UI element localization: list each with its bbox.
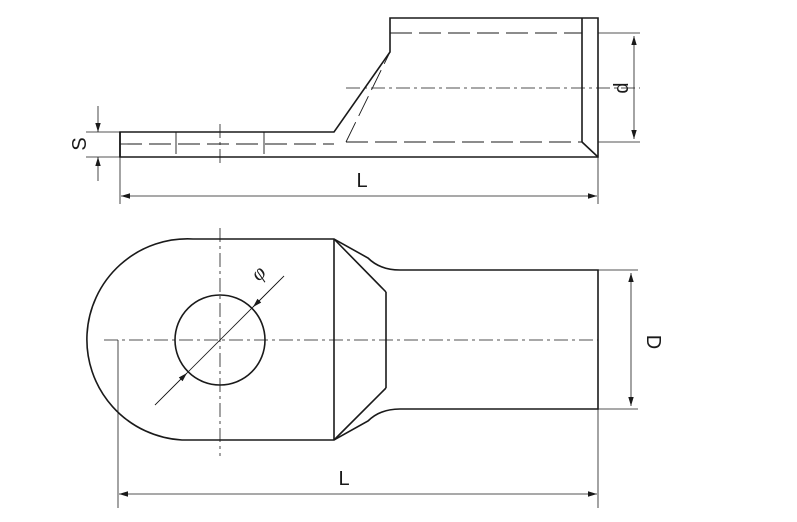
phi-arrow-lower	[154, 372, 188, 406]
s-dimension-label: S	[69, 137, 91, 150]
top-view: φ D L	[86, 228, 664, 508]
d-outer-dimension-label: D	[642, 335, 664, 349]
l-top-dimension-label: L	[356, 170, 367, 192]
phi-arrow-upper	[252, 275, 285, 308]
taper-upper-line	[333, 238, 387, 293]
taper-hidden-line	[345, 51, 391, 143]
d-dimension-label: d	[611, 82, 633, 93]
phi-dimension-label: φ	[245, 260, 270, 285]
l-bottom-dimension-label: L	[338, 468, 349, 490]
taper-lower-line	[333, 387, 387, 441]
top-view-outline	[86, 238, 599, 441]
side-view: S d L	[69, 17, 640, 204]
side-view-outline	[119, 17, 599, 158]
barrel-end-chamfer	[581, 141, 599, 158]
